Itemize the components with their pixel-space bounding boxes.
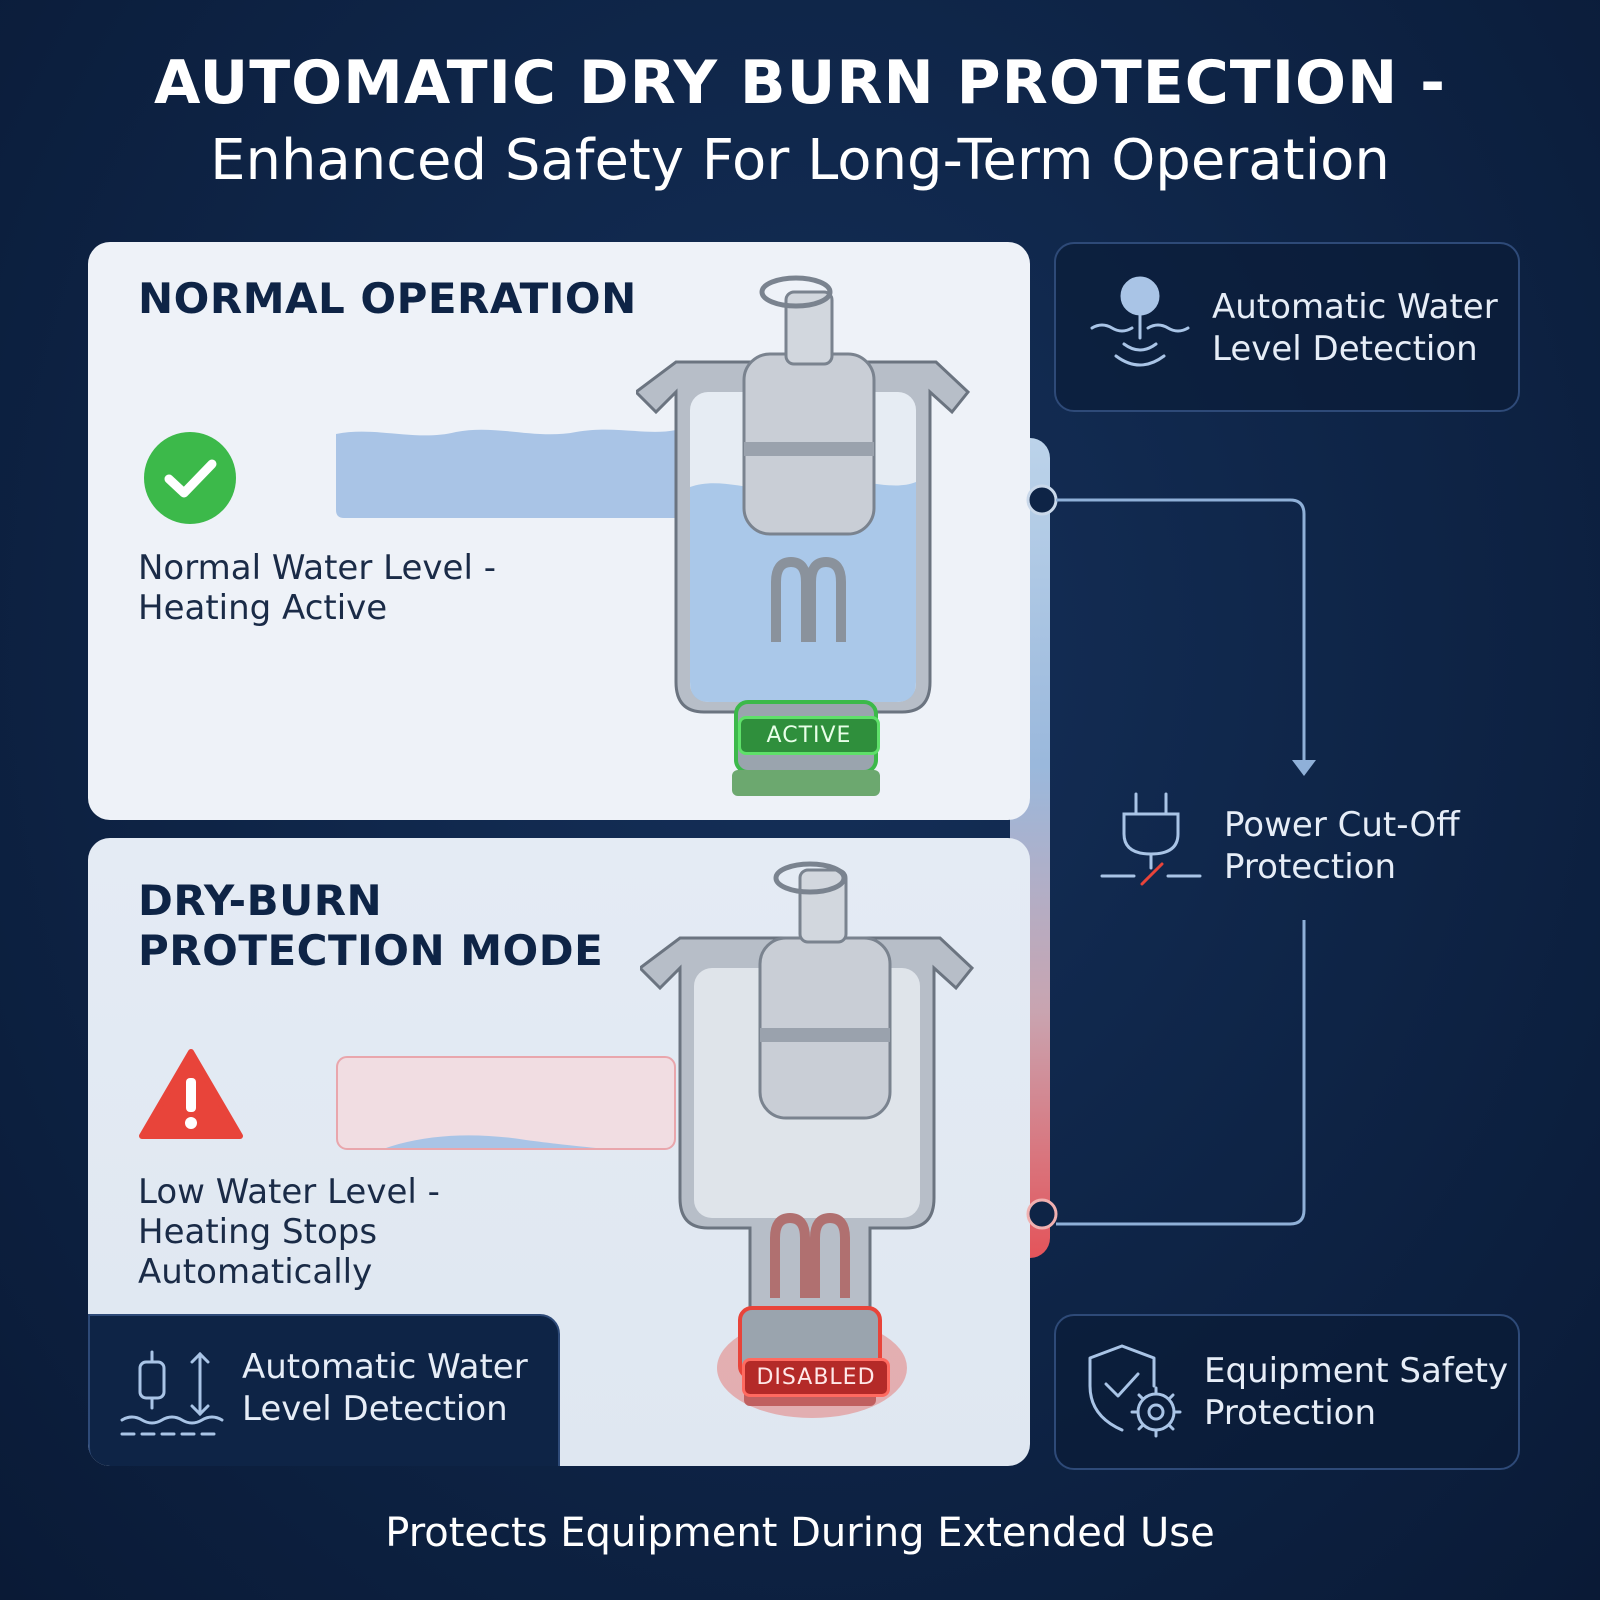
plug-cut-icon xyxy=(1100,792,1202,886)
dry-status-line1: Low Water Level - xyxy=(138,1172,440,1212)
check-circle-icon xyxy=(144,432,236,524)
active-badge: ACTIVE xyxy=(738,716,880,755)
feature-3-line2: Protection xyxy=(1204,1393,1377,1433)
float-sensor-icon xyxy=(1090,276,1190,367)
dry-burn-card: DRY-BURN PROTECTION MODE Low Water Level… xyxy=(88,838,1030,1466)
normal-operation-card: NORMAL OPERATION Normal Water Level - He… xyxy=(88,242,1030,820)
feature-1-line2: Level Detection xyxy=(1212,329,1478,369)
dry-heading-line2: PROTECTION MODE xyxy=(138,926,604,975)
heater-full-illustration xyxy=(636,275,971,796)
disabled-badge: DISABLED xyxy=(742,1358,890,1397)
sub-feature-line2: Level Detection xyxy=(242,1389,508,1429)
feature-2-line1: Power Cut-Off xyxy=(1224,805,1460,845)
dry-heading-line1: DRY-BURN xyxy=(138,876,383,925)
water-level-detection-subcard: Automatic Water Level Detection xyxy=(88,1314,560,1466)
feature-1-line1: Automatic Water xyxy=(1212,287,1498,327)
footer-tagline: Protects Equipment During Extended Use xyxy=(385,1510,1215,1556)
shield-gear-icon xyxy=(1088,1344,1182,1438)
page-subtitle: Enhanced Safety For Long-Term Operation xyxy=(210,128,1390,193)
normal-heading: NORMAL OPERATION xyxy=(138,274,637,323)
feature-3-line1: Equipment Safety xyxy=(1204,1351,1509,1391)
water-level-wave xyxy=(336,429,676,518)
low-water-level-strip xyxy=(336,1056,676,1150)
normal-status-line1: Normal Water Level - xyxy=(138,548,496,588)
feature-water-level-detection: Automatic Water Level Detection xyxy=(1054,242,1520,412)
feature-2-line2: Protection xyxy=(1224,847,1397,887)
dry-status-line2: Heating Stops xyxy=(138,1212,378,1252)
warning-icon xyxy=(139,1049,243,1139)
dry-status-line3: Automatically xyxy=(138,1252,373,1292)
flow-connector-lines xyxy=(1026,484,1316,1230)
heater-empty-illustration xyxy=(640,861,975,1418)
feature-equipment-safety: Equipment Safety Protection xyxy=(1054,1314,1520,1470)
normal-status-line2: Heating Active xyxy=(138,588,388,628)
page-title: AUTOMATIC DRY BURN PROTECTION - xyxy=(153,48,1447,118)
sub-feature-line1: Automatic Water xyxy=(242,1347,528,1387)
level-sensor-icon xyxy=(120,1350,224,1436)
feature-power-cut-off: Power Cut-Off Protection xyxy=(1100,790,1520,900)
